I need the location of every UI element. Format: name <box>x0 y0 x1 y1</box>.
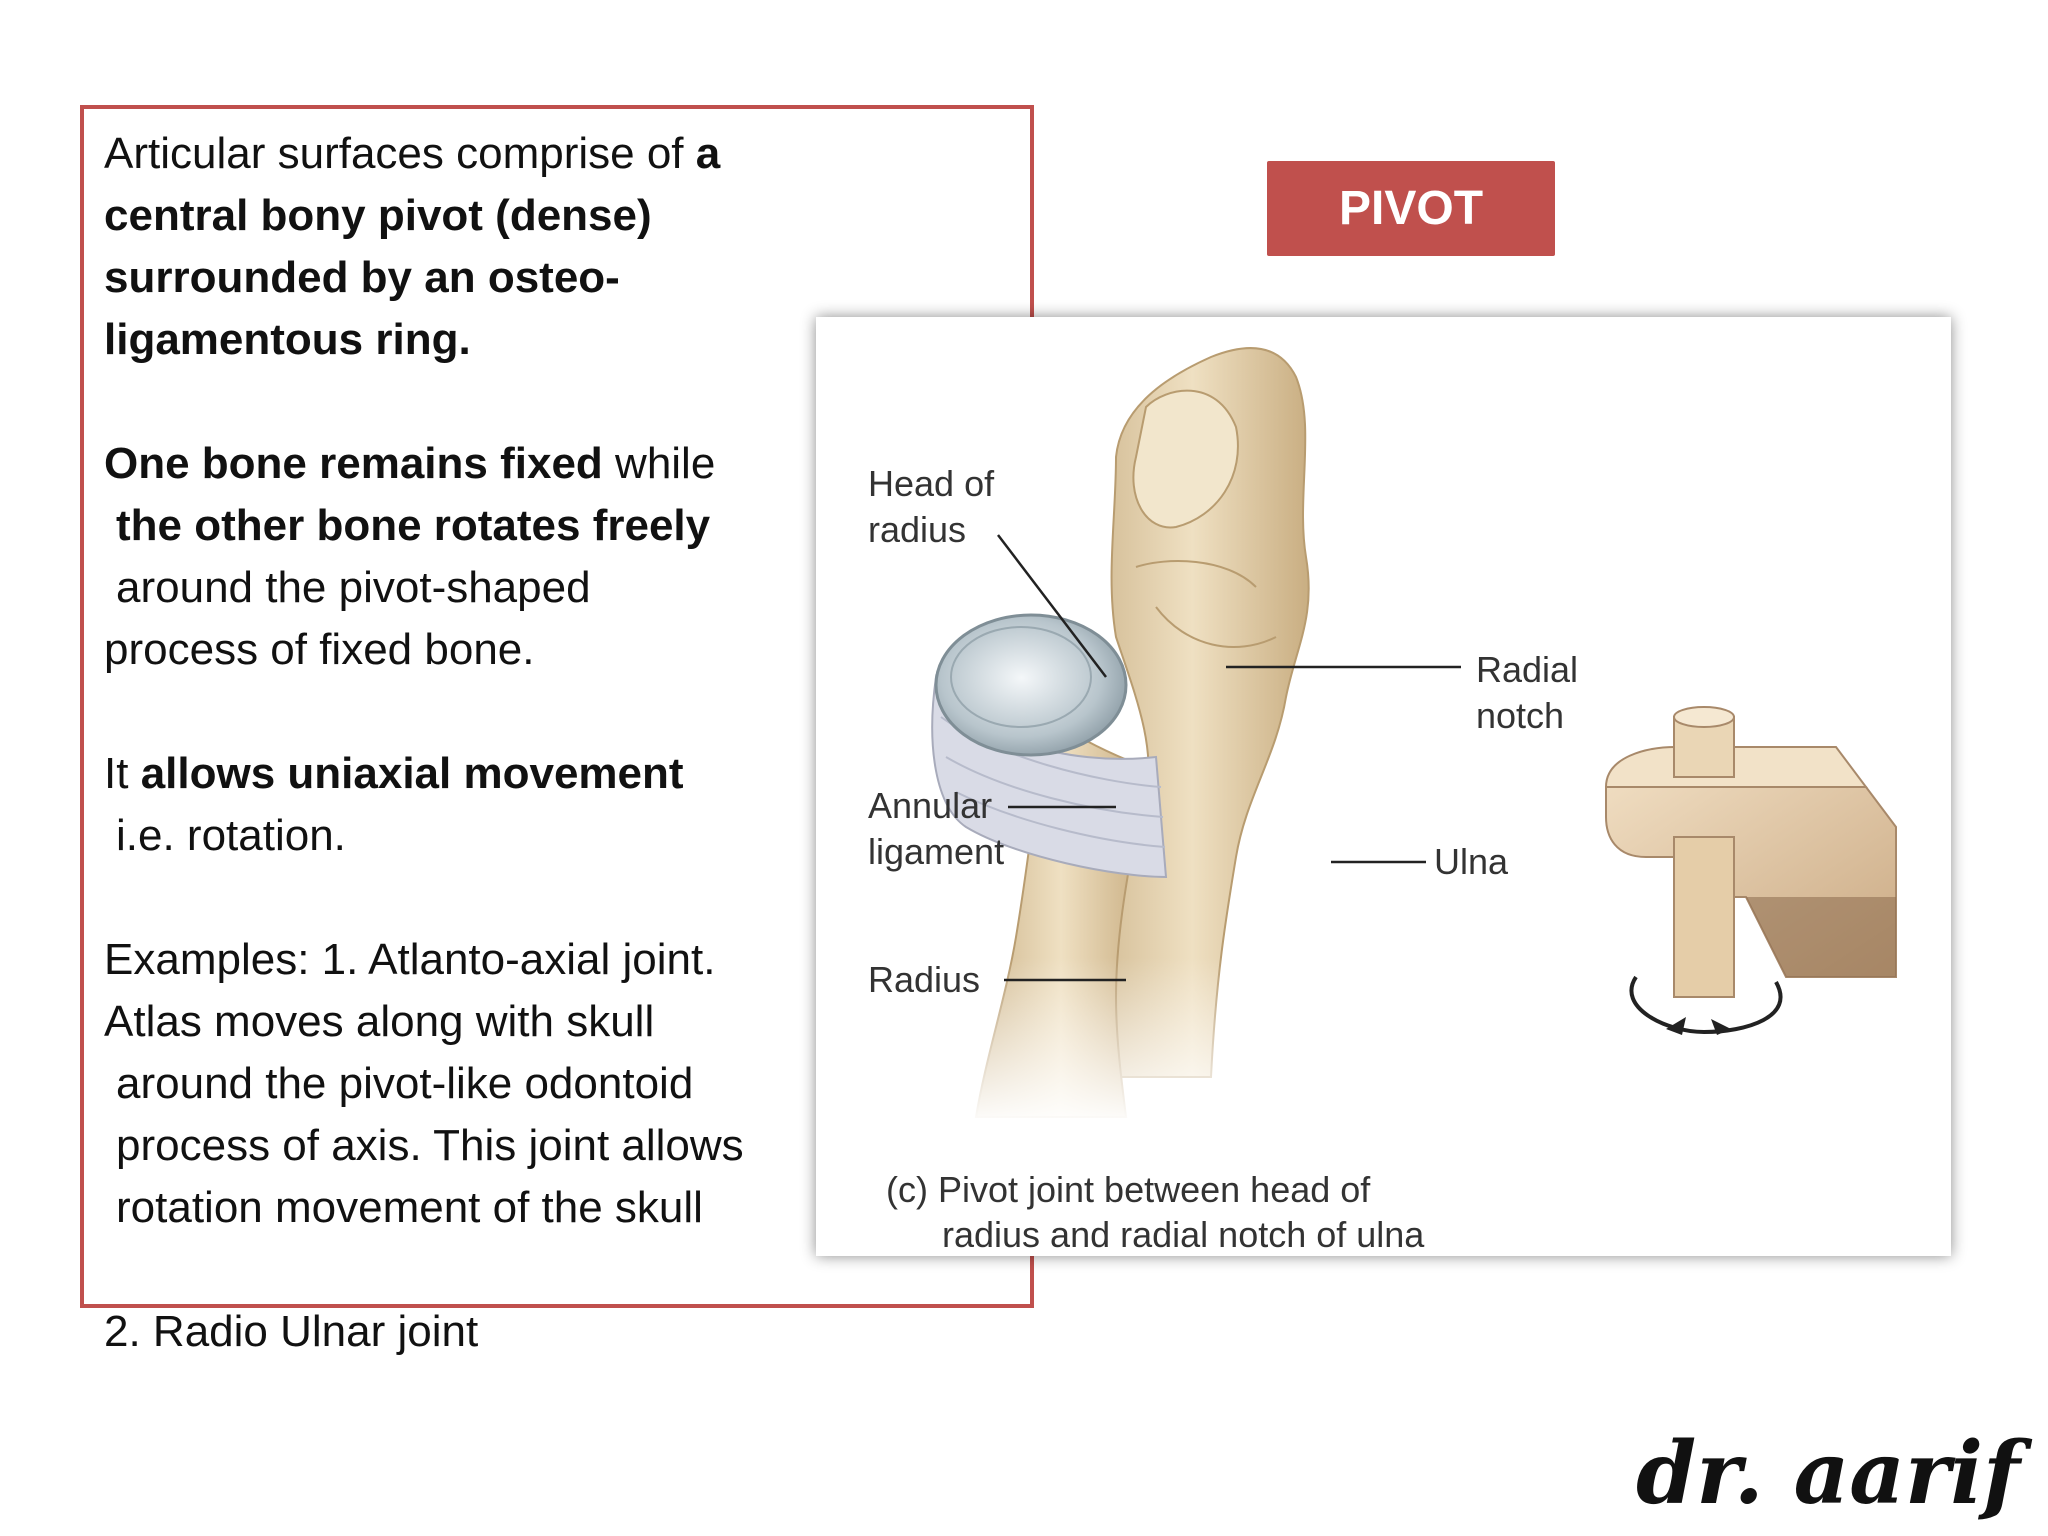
text-span: It <box>104 749 141 798</box>
text-span: around the pivot-like odontoid <box>116 1059 694 1108</box>
pivot-title-badge: PIVOT <box>1267 161 1555 256</box>
text-content: Articular surfaces comprise of a central… <box>104 123 864 1363</box>
paragraph-uniaxial: It allows uniaxial movement i.e. rotatio… <box>104 743 864 867</box>
label-annular-ligament: Annular ligament <box>868 785 1005 872</box>
label-ulna: Ulna <box>1434 841 1509 882</box>
label-radial-notch: Radial notch <box>1476 649 1579 736</box>
bold-span: the other bone rotates freely <box>116 501 711 550</box>
bold-span: allows uniaxial movement <box>140 749 684 798</box>
bold-span: One bone remains fixed <box>104 439 603 488</box>
bold-span: a central bony pivot (dense) surrounded … <box>104 129 721 364</box>
text-span: while <box>602 439 716 488</box>
radius-head <box>934 613 1128 757</box>
text-span: process of axis. This joint allows <box>116 1121 744 1170</box>
caption-line-2: radius and radial notch of ulna <box>942 1214 1425 1255</box>
figure-caption: (c) Pivot joint between head of radius a… <box>886 1167 1424 1257</box>
label-radius: Radius <box>868 959 981 1000</box>
paragraph-fixed-bone: One bone remains fixed while the other b… <box>104 433 864 681</box>
label-head-of-radius: Head of radius <box>868 463 995 550</box>
pivot-joint-figure: Head of radius Radial notch Annular liga… <box>816 317 1951 1256</box>
text-span: rotation movement of the skull <box>116 1183 703 1232</box>
pivot-joint-illustration <box>931 347 1897 1127</box>
paragraph-radio-ulnar: 2. Radio Ulnar joint <box>104 1307 479 1356</box>
text-span: around the pivot-shaped <box>116 563 591 612</box>
text-span: i.e. rotation. <box>116 811 346 860</box>
text-span: Atlas moves along with skull <box>104 997 655 1046</box>
leader-head-of-radius <box>997 534 1107 678</box>
paragraph-examples: Examples: 1. Atlanto-axial joint. Atlas … <box>104 929 864 1239</box>
text-span: Articular surfaces comprise of <box>104 129 696 178</box>
text-span: process of fixed bone. <box>104 625 535 674</box>
author-signature: dr. aarif <box>1636 1423 2020 1524</box>
text-span: Examples: 1. Atlanto-axial joint. <box>104 935 716 984</box>
ulna-notch-detail <box>1132 389 1239 529</box>
caption-line-1: (c) Pivot joint between head of <box>886 1169 1371 1210</box>
pivot-model-icon <box>1604 706 1897 1035</box>
paragraph-articular: Articular surfaces comprise of a central… <box>104 123 864 371</box>
